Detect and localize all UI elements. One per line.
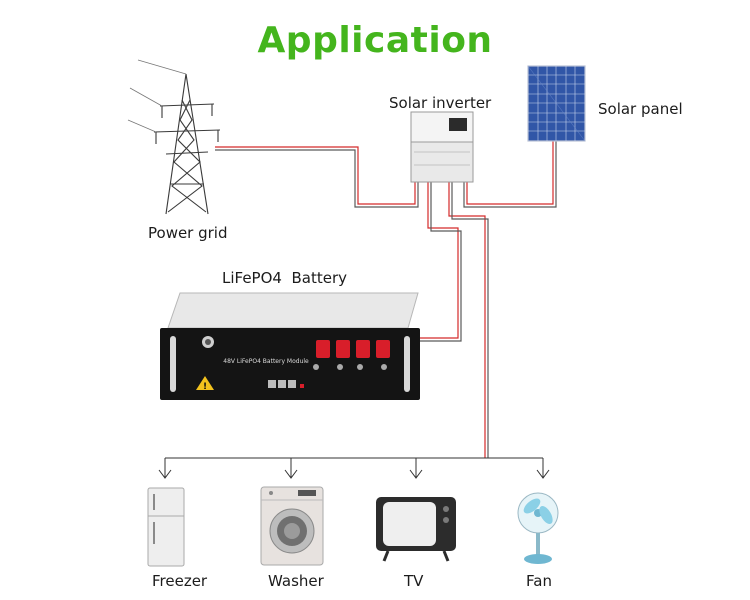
transmission-tower-icon — [127, 59, 221, 215]
appliance-label-freezer: Freezer — [152, 572, 208, 590]
battery-module-text: 48V LiFePO4 Battery Module — [223, 358, 309, 365]
wire-grid-inverter — [215, 146, 419, 208]
appliance-label-tv: TV — [404, 572, 424, 590]
appliance-label-washer: Washer — [268, 572, 324, 590]
solar-inverter-label: Solar inverter — [389, 94, 492, 112]
washer-icon — [260, 486, 324, 566]
lifepo4-battery-icon: ! 48V LiFePO4 Battery Module — [160, 292, 420, 400]
tv-icon — [376, 497, 456, 562]
diagram-title: Application — [257, 20, 493, 61]
wire-panel-inverter — [463, 140, 557, 208]
distribution-bus — [158, 457, 550, 479]
solar-panel-label: Solar panel — [598, 100, 683, 118]
solar-panel-icon — [527, 65, 586, 142]
power-grid-label: Power grid — [148, 224, 228, 242]
wiring — [158, 140, 557, 479]
solar-inverter-icon — [410, 111, 474, 183]
appliance-label-fan: Fan — [526, 572, 552, 590]
fan-icon — [517, 492, 559, 564]
freezer-icon — [147, 487, 185, 567]
wire-inverter-loads — [448, 180, 489, 458]
battery-label: LiFePO4 Battery — [222, 269, 348, 287]
svg-text:!: ! — [203, 382, 207, 392]
wire-inverter-battery — [420, 180, 462, 342]
